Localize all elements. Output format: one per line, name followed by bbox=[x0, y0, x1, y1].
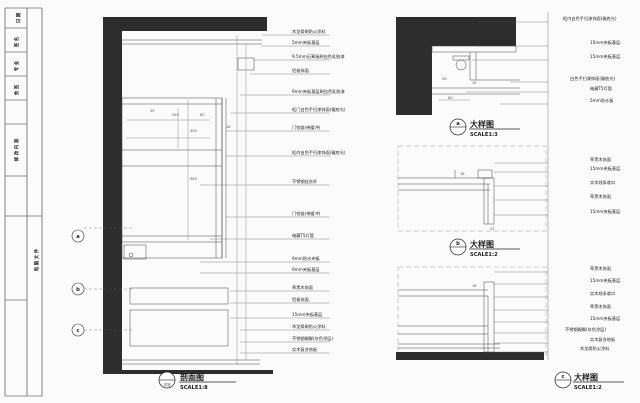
marker-b-label: b bbox=[76, 287, 80, 293]
detail-b-note: 草黑木饰面 bbox=[590, 156, 611, 163]
section-note: 铝板饰面 bbox=[292, 67, 309, 74]
detail-c-note: 木龙骨防火涂料 bbox=[580, 345, 610, 352]
detail-a-scale: SCALE1:3 bbox=[470, 132, 498, 138]
marker-a-label: a bbox=[76, 234, 80, 240]
section-cabinet bbox=[121, 39, 262, 365]
detail-b-dim: 25 bbox=[490, 227, 495, 231]
detail-a-annotations: 柜内白色手扫漆饰面(徽底光) 15mm夹板基层 15mm夹板基层 白色手扫漆饰面… bbox=[563, 15, 620, 104]
detail-c-drawing: 18 bbox=[396, 266, 548, 360]
dim-label: 550 bbox=[172, 113, 180, 117]
detail-c-note: 不锈钢踢脚(灰色涂层) bbox=[565, 326, 606, 333]
detail-a-marker: a bbox=[456, 121, 460, 127]
dim-label: 300 bbox=[190, 129, 198, 133]
detail-b-note: 实木线条收口 bbox=[590, 179, 615, 186]
section-note: 不锈钢踢脚(灰色涂层) bbox=[292, 335, 333, 342]
detail-b-scale: SCALE1:2 bbox=[470, 252, 498, 258]
section-note: 门铰链(带缓冲) bbox=[292, 210, 321, 217]
detail-a-note: 5mm防水板 bbox=[590, 97, 614, 104]
section-note: 9mm夹板基层刷白色乳胶漆 bbox=[292, 88, 345, 95]
section-markers: a b c bbox=[71, 227, 132, 337]
detail-a-title-block: a 大样图 SCALE1:3 bbox=[449, 118, 520, 138]
detail-b-title: 大样图 bbox=[470, 239, 494, 249]
detail-b-note: 15mm夹板基层 bbox=[590, 208, 620, 215]
detail-b-dim: 18 bbox=[460, 172, 465, 176]
title-block bbox=[4, 7, 43, 397]
section-scale: SCALE1:8 bbox=[180, 385, 208, 391]
detail-c-title: 大样图 bbox=[574, 372, 598, 382]
section-note: 5mm夹板基层 bbox=[292, 39, 320, 46]
detail-a-dim: 60 bbox=[448, 96, 453, 100]
detail-b-note: 草黑木饰面 bbox=[590, 193, 611, 200]
section-note: 暗藏T5灯管 bbox=[292, 232, 314, 239]
title-row-date: 日 期 bbox=[15, 12, 22, 23]
title-row-sign: 签 名 bbox=[13, 37, 20, 49]
section-note: 9mm防水夹板 bbox=[292, 255, 320, 262]
section-note: 木龙骨刷防火涂料 bbox=[292, 28, 326, 35]
detail-c-note: 草黑木饰面 bbox=[590, 303, 611, 310]
title-row-revision: 修 改 内 容 bbox=[13, 138, 20, 162]
title-block-labels: 日 期 签 名 专 业 会 签 修 改 内 容 电 脑 文 件 bbox=[13, 12, 40, 271]
section-note: 9mm夹板基层 bbox=[292, 266, 320, 273]
detail-c-note: 15mm夹板基层 bbox=[590, 277, 620, 284]
detail-a-dim: 15 bbox=[472, 81, 477, 85]
detail-a-drawing: 60 26 15 bbox=[396, 17, 548, 115]
section-note: 9.5mm石膏板刷白色乳胶漆 bbox=[292, 53, 345, 60]
marker-c-label: c bbox=[76, 328, 79, 334]
section-wall bbox=[103, 17, 273, 374]
section-title-block: 详施 剖面图 SCALE1:8 bbox=[158, 371, 236, 391]
section-dim-labels: 25 550 60 18 300 965 bbox=[150, 109, 231, 181]
detail-b-annotations: 草黑木饰面 15mm夹板基层 实木线条收口 草黑木饰面 15mm夹板基层 bbox=[590, 156, 620, 215]
section-note: 草黑木饰面 bbox=[292, 284, 313, 291]
detail-c-dim: 18 bbox=[472, 284, 477, 288]
section-leaders bbox=[200, 34, 330, 354]
section-note: 15mm夹板基层 bbox=[292, 311, 322, 318]
section-note: 木龙骨刷防火涂料 bbox=[292, 323, 326, 330]
detail-a-dim: 26 bbox=[442, 77, 447, 81]
detail-c-note: 实木复合地板 bbox=[590, 336, 616, 343]
detail-c-note: 15mm夹板基层 bbox=[590, 315, 620, 322]
dim-label: 965 bbox=[190, 177, 197, 181]
section-annotations: 木龙骨刷防火涂料 5mm夹板基层 9.5mm石膏板刷白色乳胶漆 铝板饰面 9mm… bbox=[292, 28, 346, 353]
section-note: 柜内白色手扫漆饰面(徽底光) bbox=[292, 149, 346, 156]
section-title: 剖面图 bbox=[180, 372, 204, 382]
detail-a-note: 15mm夹板基层 bbox=[590, 39, 620, 46]
detail-c-title-block: c 大样图 SCALE1:2 bbox=[554, 371, 624, 391]
dim-label: 60 bbox=[200, 113, 205, 117]
detail-a-title: 大样图 bbox=[470, 119, 494, 129]
section-note: 实木复合地板 bbox=[292, 346, 318, 353]
title-row-discipline: 专 业 bbox=[13, 60, 20, 71]
detail-a-note: 白色手扫漆饰面(徽底光) bbox=[570, 75, 616, 82]
section-note: 不锈钢挂衣杆 bbox=[292, 178, 318, 185]
title-row-file: 电 脑 文 件 bbox=[33, 248, 40, 271]
dim-label: 25 bbox=[150, 109, 155, 113]
section-note: 柜门白色手扫漆饰面(徽底光) bbox=[292, 106, 346, 113]
detail-b-note: 15mm夹板基层 bbox=[590, 165, 620, 172]
detail-c-marker: c bbox=[561, 374, 564, 380]
section-note: 铝板饰面 bbox=[292, 296, 309, 303]
detail-a-note: 15mm夹板基层 bbox=[590, 53, 620, 60]
detail-a-note: 暗藏T5灯管 bbox=[590, 85, 612, 92]
detail-b-title-block: b 大样图 SCALE1:2 bbox=[449, 238, 520, 258]
detail-b-marker: b bbox=[456, 241, 460, 247]
detail-c-note: 草黑木饰面 bbox=[590, 265, 611, 272]
detail-c-note: 实木线条收口 bbox=[590, 290, 615, 297]
detail-c-annotations: 草黑木饰面 15mm夹板基层 实木线条收口 草黑木饰面 15mm夹板基层 不锈钢… bbox=[565, 265, 620, 352]
detail-c-scale: SCALE1:2 bbox=[574, 385, 602, 391]
detail-a-note: 柜内白色手扫漆饰面(徽底光) bbox=[563, 15, 617, 22]
title-row-countersign: 会 签 bbox=[13, 84, 20, 95]
section-callout-note: 详施 bbox=[163, 382, 171, 387]
detail-b-drawing: 18 25 bbox=[397, 145, 548, 232]
section-dims bbox=[126, 35, 247, 365]
dim-label: 18 bbox=[226, 125, 231, 129]
section-note: 门铰链(带缓冲) bbox=[292, 124, 321, 131]
